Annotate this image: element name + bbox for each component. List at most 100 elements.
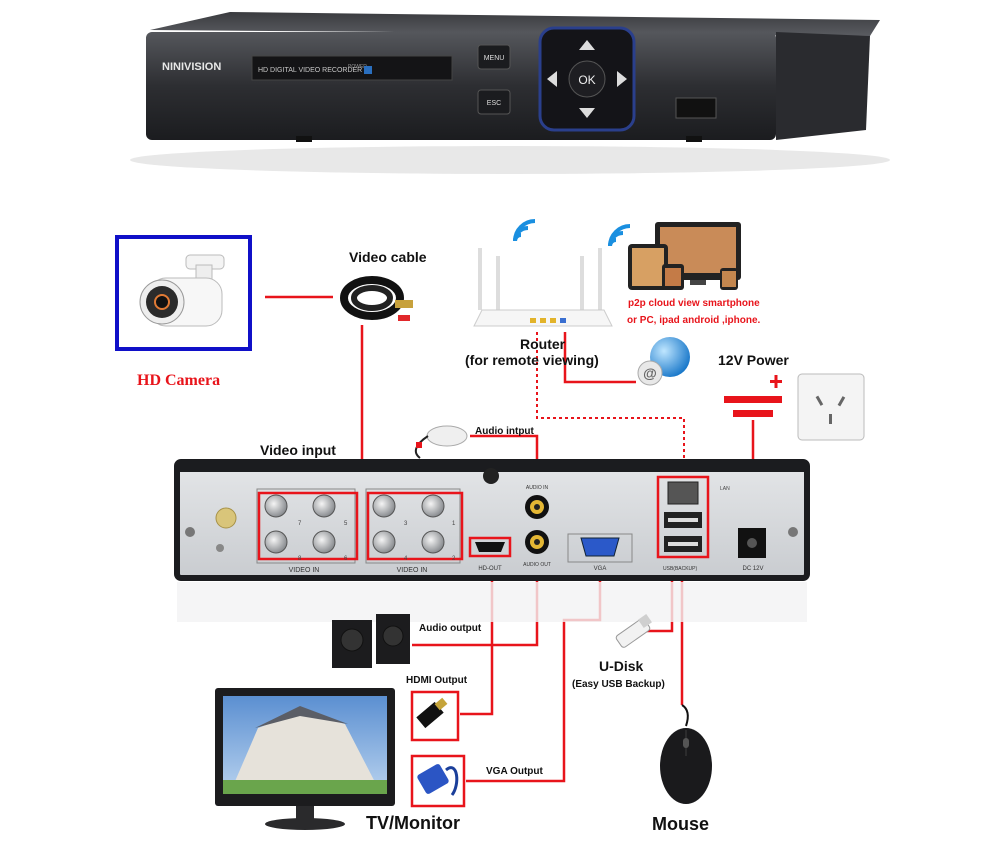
lan-port [667,481,699,505]
power-led [364,66,372,74]
hdmi-highlight [468,536,512,558]
arrow-left-icon[interactable] [547,71,557,87]
esc-label: ESC [487,100,501,107]
dvr-front-side [776,32,870,140]
vga-cable-tail [445,766,459,796]
router-port-1 [530,318,536,323]
vga-frame [567,533,633,563]
bnc-connectors [264,494,445,554]
screw-left [185,527,195,537]
hdmi-cable-icon-box [410,690,460,742]
bnc-connector [372,530,396,554]
qc-sticker [215,507,237,529]
foot-left [296,136,312,142]
outlet-slot-3 [829,414,832,424]
router [473,219,631,327]
vga-label: VGA [594,566,607,572]
cable-connector-bnc [395,300,413,308]
video-in-label-1: VIDEO IN [289,567,320,574]
mic-dome [426,425,468,447]
speakers [332,614,410,668]
battery-plus-plate [724,396,782,403]
cable-coil-inner [351,285,393,311]
arrow-down-icon[interactable] [579,108,595,118]
usb-stick-tip [638,614,652,628]
bnc-connector [264,530,288,554]
house-icon [233,712,377,786]
channel-number: 7 [298,521,302,527]
camera-lens [154,294,170,310]
video-input-label: Video input [260,442,336,458]
mic-plug [416,442,422,448]
dvr-brand: NINIVISION [162,61,221,73]
ground-screw [483,468,499,484]
mouse-wheel [683,738,689,748]
hd-camera [115,235,252,351]
dvr-back-panel: 7 5 3 1 8 6 4 2 VIDEO IN VIDEO IN HD-OUT… [174,459,810,581]
screw-right [788,527,798,537]
channel-number: 5 [344,521,348,527]
monitor-stand [690,280,706,285]
tablet-screen [632,248,664,286]
p2p-line-1: p2p cloud view smartphone [628,298,760,309]
power-supply [724,373,865,441]
router-antenna-4 [598,248,602,310]
dvr-front-top [150,12,880,36]
battery-minus-plate [733,410,773,417]
channel-number: 6 [344,556,348,562]
hd-camera-label: HD Camera [137,372,221,389]
tv-monitor-label: TV/Monitor [366,813,460,833]
router-antenna-3 [580,256,584,310]
router-sub-label: (for remote viewing) [465,352,599,368]
mouse-body [660,728,712,804]
audio-in-label: AUDIO IN [526,485,549,491]
video-in-group-2 [365,488,461,564]
mouse-cable [681,704,689,727]
outlet-slot-2 [837,396,846,407]
audio-in-hole [534,504,540,510]
ok-button[interactable] [568,60,606,98]
channel-number: 2 [452,556,456,562]
dvr-front-face [146,32,776,140]
bnc-connector [264,494,288,518]
channel-number: 3 [404,521,408,527]
remote-devices [628,222,741,290]
usb-port-1-tongue [668,518,698,522]
router-antenna-1 [478,248,482,310]
video-in-label-2: VIDEO IN [397,567,428,574]
audio-out-hole [534,539,540,545]
router-port-wan [560,318,566,323]
router-antenna-2 [496,256,500,310]
vga-plug-icon [417,764,449,794]
audio-output-label: Audio output [419,623,482,634]
tv-base [265,818,345,830]
phone-screen-2 [722,271,736,287]
usb-label: USB(BACKUP) [663,566,698,572]
internet-globe: @ [637,337,690,386]
cable-coil-outer [340,276,404,320]
phone-screen [665,268,681,286]
dvr-power-label: POWER [348,64,367,70]
dvr-display-panel [251,55,453,81]
video-cable-coil [340,276,413,321]
wifi-icon [513,219,536,242]
arrow-right-icon[interactable] [617,71,627,87]
dvr-front-unit: NINIVISION HD DIGITAL VIDEO RECORDER POW… [130,12,890,174]
usb-front-port [675,97,717,119]
arrow-up-icon[interactable] [579,40,595,50]
esc-button[interactable] [477,89,511,115]
hdmi-output-label: HDMI Output [406,675,468,686]
audio-input-label: Audio intput [475,426,534,437]
dvr-panel-text: HD DIGITAL VIDEO RECORDER [258,67,362,74]
channel-number: 8 [298,556,302,562]
menu-button[interactable] [477,44,511,70]
audio-input-mic [414,425,468,459]
speaker-right-cone [382,625,404,647]
plus-sign-v [774,375,778,388]
hdmi-port [475,542,505,552]
hd-out-label: HD-OUT [478,566,502,572]
router-port-2 [540,318,546,323]
mouse-device [660,704,712,804]
hdmi-plug-icon [416,701,444,729]
dvr-front-shadow [130,146,890,174]
